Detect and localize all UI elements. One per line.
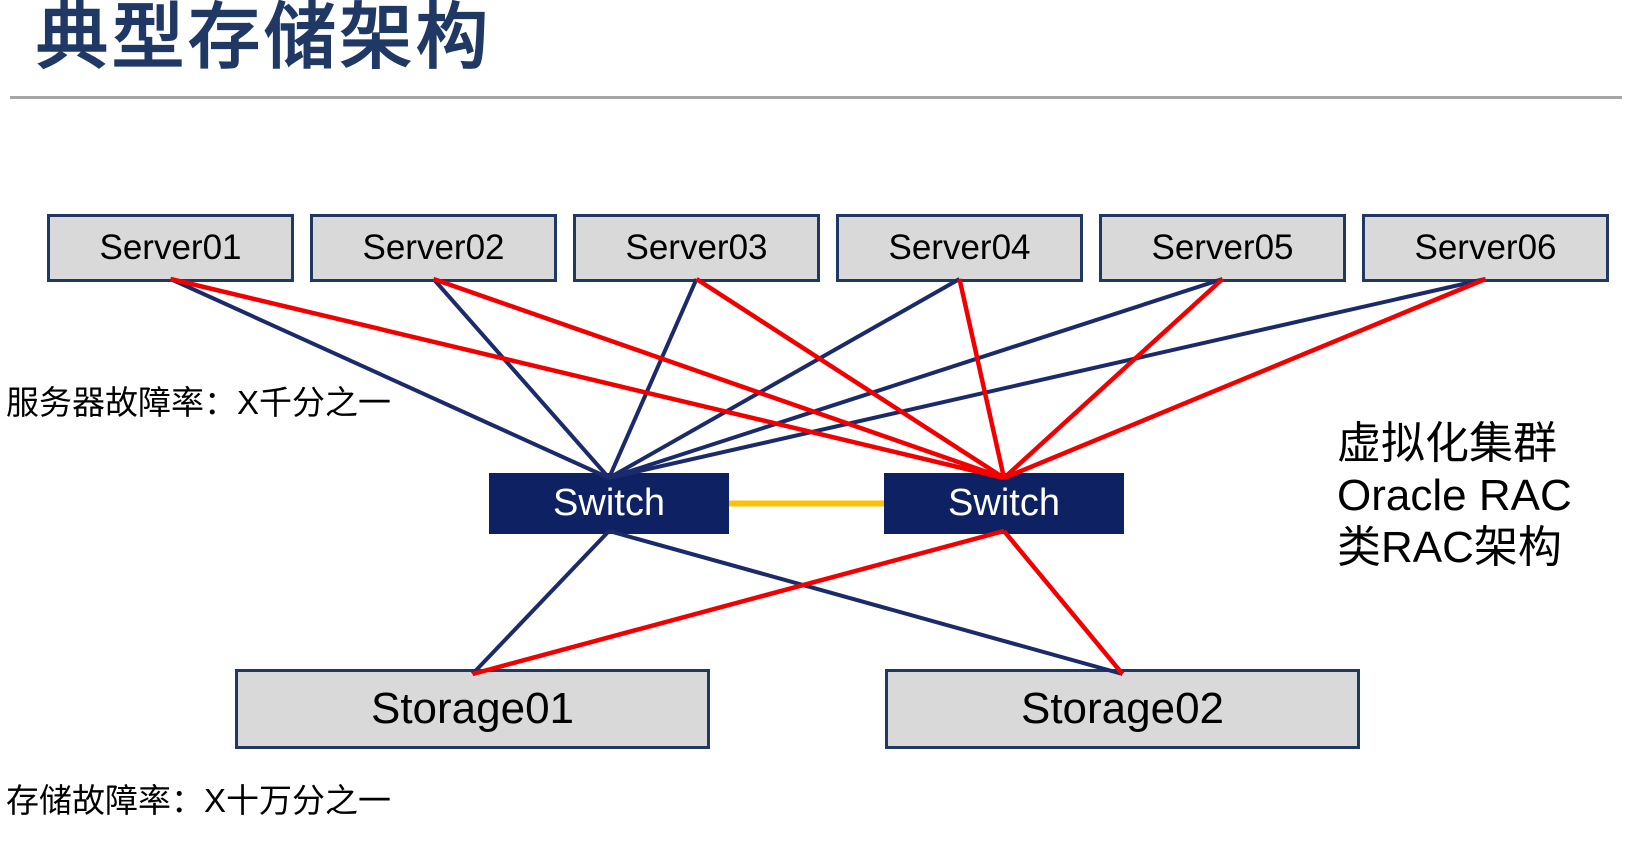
link-server2-switch2 — [432, 276, 1005, 481]
node-switch-left-label: Switch — [553, 482, 665, 524]
node-server01-label: Server01 — [99, 228, 242, 267]
link-server3-switch2 — [695, 277, 1006, 480]
node-switch-right-label: Switch — [948, 482, 1060, 524]
node-storage02: Storage02 — [885, 669, 1360, 749]
node-storage02-label: Storage02 — [1020, 684, 1225, 733]
node-server06: Server06 — [1362, 214, 1609, 282]
link-server2-switch1 — [431, 277, 611, 480]
cluster-note-line-3: 类RAC架构 — [1337, 522, 1562, 572]
node-server02: Server02 — [310, 214, 557, 282]
node-server04-label: Server04 — [888, 228, 1031, 267]
link-switch1-storage1 — [471, 529, 611, 676]
link-server5-switch2 — [1002, 277, 1225, 480]
node-switch-left: Switch — [489, 473, 729, 534]
cluster-note: 虚拟化集群 Oracle RAC 类RAC架构 — [1337, 418, 1572, 574]
link-switch1-storage2 — [608, 529, 1124, 676]
node-server04: Server04 — [836, 214, 1083, 282]
node-storage01: Storage01 — [235, 669, 710, 749]
node-server02-label: Server02 — [362, 228, 505, 267]
link-server3-switch1 — [607, 278, 699, 479]
page-title: 典型存储架构 — [36, 0, 493, 78]
node-storage01-label: Storage01 — [370, 684, 575, 733]
node-server05-label: Server05 — [1151, 228, 1294, 267]
node-server03: Server03 — [573, 214, 820, 282]
link-switch2-storage1 — [471, 528, 1005, 677]
node-server03-label: Server03 — [625, 228, 768, 267]
link-server4-switch1 — [608, 277, 961, 480]
node-server05: Server05 — [1099, 214, 1346, 282]
link-server5-switch1 — [608, 277, 1224, 480]
title-divider — [10, 96, 1622, 99]
cluster-note-line-1: 虚拟化集群 — [1337, 419, 1557, 468]
node-server06-label: Server06 — [1414, 228, 1557, 267]
node-switch-right: Switch — [884, 473, 1124, 534]
node-server01: Server01 — [47, 214, 294, 282]
link-switch2-storage2 — [1002, 529, 1125, 676]
server-failure-rate-label: 服务器故障率：X千分之一 — [6, 384, 392, 421]
link-server4-switch2 — [957, 278, 1007, 479]
storage-failure-rate-label: 存储故障率：X十万分之一 — [6, 782, 392, 819]
cluster-note-line-2: Oracle RAC — [1337, 470, 1572, 520]
